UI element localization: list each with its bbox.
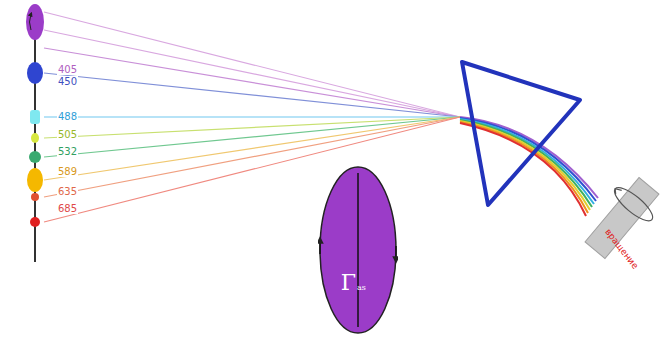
wavelength-label: 405 [57, 64, 78, 75]
polarization-ellipse: Γas [318, 165, 398, 335]
wavelength-label: 685 [57, 203, 78, 214]
wavelength-label: 635 [57, 186, 78, 197]
wavelength-label: 450 [57, 76, 78, 87]
subscript-label: as [357, 283, 366, 292]
symbol-label: Γ [341, 270, 356, 295]
source-spots [26, 4, 44, 227]
wavelength-label: 505 [57, 129, 78, 140]
wavelength-label: 589 [57, 166, 78, 177]
prism [462, 62, 580, 205]
wavelength-label: 488 [57, 111, 78, 122]
light-rays [44, 12, 460, 222]
wavelength-label: 532 [57, 146, 78, 157]
ellipse-outline [318, 165, 398, 335]
